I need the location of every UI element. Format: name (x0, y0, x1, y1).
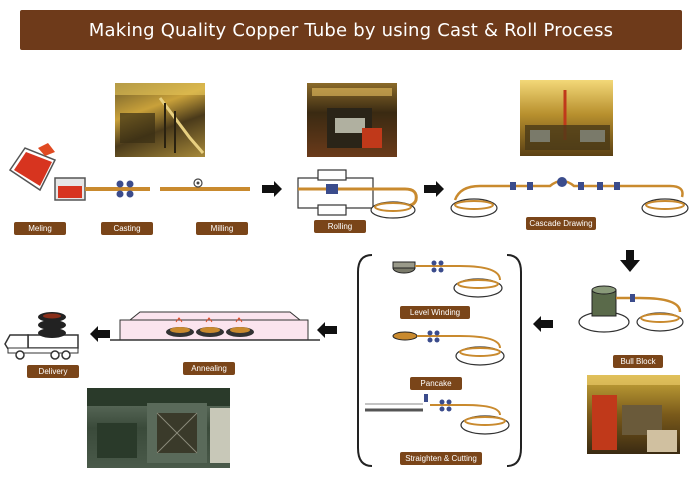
annealing-photo (87, 388, 230, 468)
step-label-pancake: Pancake (410, 377, 462, 390)
page-title: Making Quality Copper Tube by using Cast… (88, 19, 614, 41)
options-bracket-left (357, 254, 373, 467)
delivery-truck-icon (4, 312, 79, 360)
step-label-annealing: Annealing (183, 362, 235, 375)
straighten-cutting-icon (365, 394, 510, 435)
flow-arrow-icon (424, 181, 444, 197)
step-label-meling: Meling (14, 222, 66, 235)
cascade-drawing-line-icon (450, 177, 689, 218)
step-label-level-winding: Level Winding (400, 306, 470, 319)
cascade-drawing-photo (520, 80, 613, 156)
pancake-icon (392, 330, 505, 366)
step-label-straighten-cutting: Straighten & Cutting (400, 452, 482, 465)
step-label-milling: Milling (196, 222, 248, 235)
step-label-bull-block: Bull Block (613, 355, 663, 368)
flow-arrow-left-icon (533, 316, 553, 332)
casting-rollers-icon (116, 180, 134, 198)
annealing-furnace-icon (110, 311, 320, 341)
rolling-photo (307, 83, 397, 157)
level-winding-icon (392, 260, 503, 298)
casting-photo (115, 83, 205, 157)
flow-arrow-left-icon (90, 326, 110, 342)
melting-furnace-icon (8, 143, 86, 201)
title-banner: Making Quality Copper Tube by using Cast… (20, 10, 682, 50)
flow-arrow-left-icon (317, 322, 337, 338)
flow-arrow-down-icon (620, 250, 640, 272)
step-label-cascade-drawing: Cascade Drawing (526, 217, 596, 230)
step-label-rolling: Rolling (314, 220, 366, 233)
options-bracket-right (506, 254, 522, 467)
bull-block-photo (587, 375, 680, 454)
bull-block-icon (578, 285, 684, 333)
step-label-delivery: Delivery (27, 365, 79, 378)
step-label-casting: Casting (101, 222, 153, 235)
flow-arrow-icon (262, 181, 282, 197)
